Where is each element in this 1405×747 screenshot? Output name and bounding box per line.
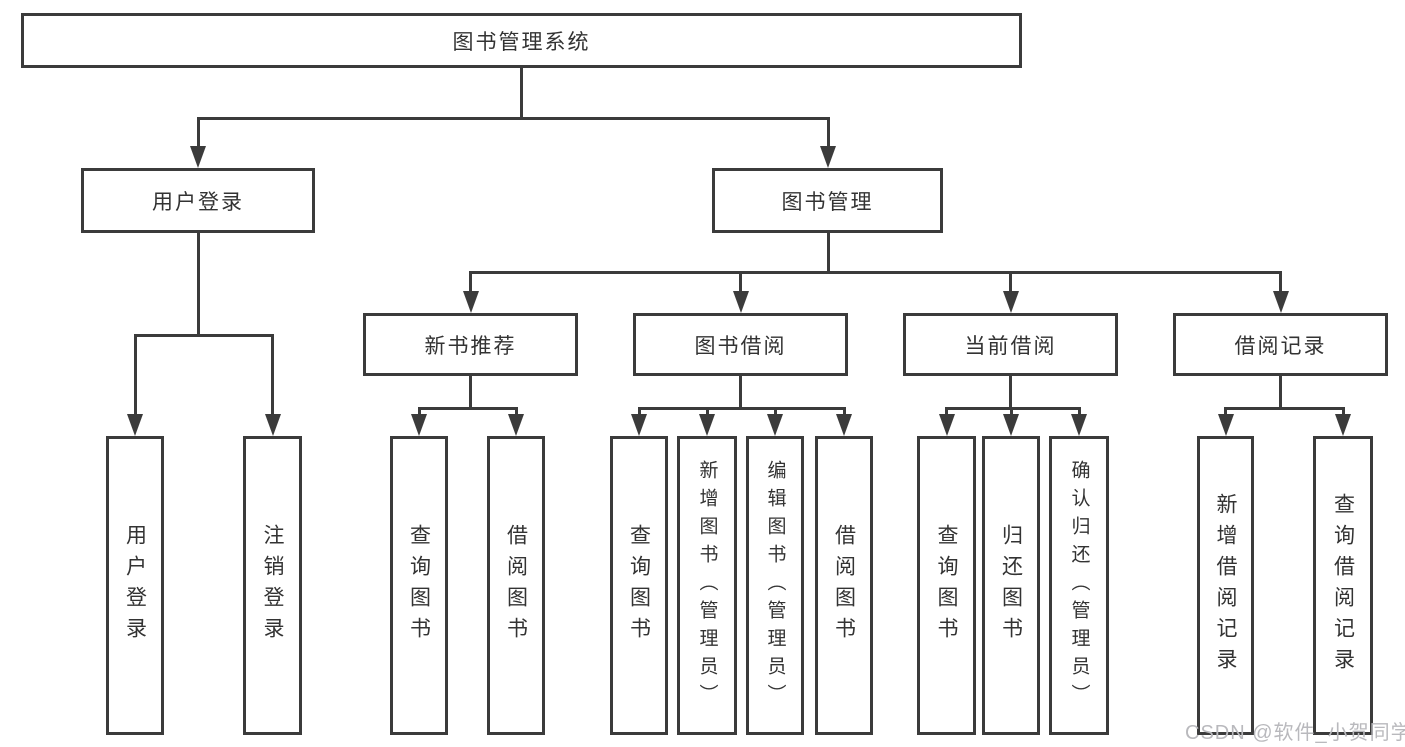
leaf-query-borrow-record: 查询借阅记录 <box>1313 436 1373 735</box>
connector-vline <box>514 408 518 416</box>
arrow-down-icon <box>820 146 836 168</box>
connector-hline <box>469 270 1282 274</box>
connector-vline <box>1009 376 1012 408</box>
node-root: 图书管理系统 <box>21 13 1022 68</box>
arrow-down-icon <box>264 414 281 436</box>
arrow-down-icon <box>411 414 427 436</box>
connector-vline <box>133 335 137 416</box>
leaf-edit-book-admin: 编辑图书（管理员） <box>746 436 804 735</box>
leaf-add-book-admin: 新增图书（管理员） <box>677 436 737 735</box>
connector-hline <box>196 116 830 120</box>
connector-vline <box>469 376 472 408</box>
connector-vline <box>1009 272 1012 293</box>
connector-vline <box>196 233 200 335</box>
connector-hline <box>1224 406 1345 410</box>
connector-vline <box>196 118 200 147</box>
node-book-borrowing: 图书借阅 <box>633 313 848 376</box>
node-borrow-records-label: 借阅记录 <box>1234 334 1327 358</box>
node-user-login: 用户登录 <box>81 168 315 233</box>
node-current-borrowing-label: 当前借阅 <box>964 334 1057 358</box>
arrow-down-icon <box>938 414 955 436</box>
connector-vline <box>417 408 421 416</box>
leaf-add-borrow-record: 新增借阅记录 <box>1197 436 1254 735</box>
leaf-logout: 注销登录 <box>243 436 302 735</box>
arrow-down-icon <box>767 414 783 436</box>
connector-vline <box>1279 272 1282 293</box>
arrow-down-icon <box>1071 414 1087 436</box>
leaf-query-books-3: 查询图书 <box>917 436 976 735</box>
arrow-down-icon <box>1002 291 1019 313</box>
arrow-down-icon <box>699 414 715 436</box>
arrow-down-icon <box>190 146 206 168</box>
arrow-down-icon <box>1335 414 1351 436</box>
node-root-label: 图书管理系统 <box>452 30 591 54</box>
arrow-down-icon <box>732 291 749 313</box>
leaf-add-borrow-record-label: 新增借阅记录 <box>1214 492 1237 679</box>
arrow-down-icon <box>1003 414 1019 436</box>
connector-vline <box>1224 408 1227 416</box>
leaf-add-book-admin-label: 新增图书（管理员） <box>696 459 718 712</box>
leaf-query-borrow-record-label: 查询借阅记录 <box>1331 492 1355 679</box>
csdn-watermark: CSDN @软件_小贺同学 <box>1185 722 1405 744</box>
connector-vline <box>739 376 742 408</box>
connector-vline <box>773 408 777 416</box>
node-book-management-label: 图书管理 <box>781 190 874 214</box>
connector-vline <box>739 272 742 293</box>
connector-vline <box>1009 408 1013 416</box>
leaf-borrow-books-1: 借阅图书 <box>487 436 545 735</box>
connector-vline <box>826 233 830 272</box>
leaf-query-books-2-label: 查询图书 <box>627 523 651 648</box>
arrow-down-icon <box>1217 414 1234 436</box>
connector-vline <box>1077 408 1081 416</box>
node-user-login-label: 用户登录 <box>152 190 244 214</box>
connector-vline <box>271 335 274 416</box>
node-new-book-recommend: 新书推荐 <box>363 313 578 376</box>
connector-vline <box>1341 408 1345 416</box>
node-new-book-recommend-label: 新书推荐 <box>424 334 517 358</box>
connector-vline <box>945 408 948 416</box>
leaf-query-books-1: 查询图书 <box>390 436 448 735</box>
node-book-management: 图书管理 <box>712 168 943 233</box>
leaf-edit-book-admin-label: 编辑图书（管理员） <box>764 459 786 712</box>
node-book-borrowing-label: 图书借阅 <box>694 334 787 358</box>
connector-hline <box>945 406 1081 410</box>
connector-vline <box>520 68 523 118</box>
leaf-borrow-books-2-label: 借阅图书 <box>832 523 856 648</box>
leaf-logout-label: 注销登录 <box>261 523 284 648</box>
leaf-confirm-return-admin-label: 确认归还（管理员） <box>1068 459 1090 712</box>
arrow-down-icon <box>631 414 647 436</box>
connector-vline <box>469 272 472 293</box>
arrow-down-icon <box>462 291 479 313</box>
leaf-user-login: 用户登录 <box>106 436 164 735</box>
connector-hline <box>133 333 274 337</box>
node-current-borrowing: 当前借阅 <box>903 313 1118 376</box>
arrow-down-icon <box>508 414 524 436</box>
leaf-query-books-3-label: 查询图书 <box>935 523 958 648</box>
connector-vline <box>842 408 846 416</box>
connector-vline <box>1279 376 1282 408</box>
arrow-down-icon <box>1272 291 1289 313</box>
arrow-down-icon <box>127 414 143 436</box>
leaf-borrow-books-2: 借阅图书 <box>815 436 873 735</box>
leaf-confirm-return-admin: 确认归还（管理员） <box>1049 436 1109 735</box>
leaf-return-book: 归还图书 <box>982 436 1040 735</box>
arrow-down-icon <box>836 414 852 436</box>
leaf-borrow-books-1-label: 借阅图书 <box>504 523 528 648</box>
leaf-return-book-label: 归还图书 <box>999 523 1023 648</box>
connector-hline <box>637 406 846 410</box>
node-borrow-records: 借阅记录 <box>1173 313 1388 376</box>
connector-vline <box>705 408 709 416</box>
connector-vline <box>826 118 830 147</box>
leaf-query-books-2: 查询图书 <box>610 436 668 735</box>
leaf-query-books-1-label: 查询图书 <box>407 523 431 648</box>
connector-vline <box>637 408 641 416</box>
connector-hline <box>417 406 518 410</box>
leaf-user-login-label: 用户登录 <box>123 523 147 648</box>
